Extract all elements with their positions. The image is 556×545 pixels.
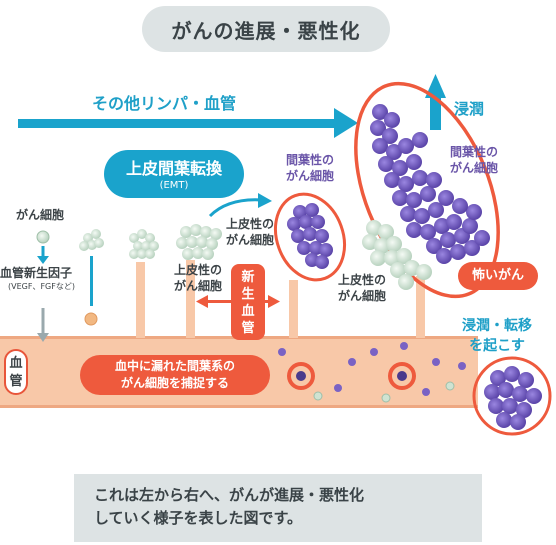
neovessel-char: 生 <box>241 287 255 302</box>
cancer-cell-label: がん細胞 <box>16 208 65 222</box>
epithelial-line2: がん細胞 <box>226 233 275 247</box>
epithelial-line2: がん細胞 <box>338 289 387 303</box>
invasion-metastasis-line1: 浸潤・転移 <box>462 318 532 334</box>
epithelial-cell-label-3: 上皮性の がん細胞 <box>338 272 386 304</box>
invasion-arrow <box>425 74 446 130</box>
blood-vessel-label: 血 管 <box>4 349 28 395</box>
mesenchymal-line2: がん細胞 <box>286 169 335 183</box>
capture-label: 血中に漏れた間葉系の がん細胞を捕捉する <box>80 355 270 395</box>
epithelial-cluster-2 <box>129 229 159 259</box>
caption: これは左から右へ、がんが進展・悪性化 していく様子を表した図です。 <box>74 474 482 542</box>
epithelial-line1: 上皮性の <box>338 273 387 287</box>
emt-main: 上皮間葉転換 <box>125 159 222 178</box>
blood-vessel-char: 管 <box>9 374 23 389</box>
mesenchymal-cell-label-1: 間葉性の がん細胞 <box>286 152 334 184</box>
caption-line2: していく様子を表した図です。 <box>94 509 303 527</box>
neovessel-char: 管 <box>241 321 255 336</box>
scary-cancer-badge: 怖いがん <box>458 262 538 290</box>
captured-cells <box>287 362 416 390</box>
neovessel-char: 新 <box>241 270 255 285</box>
epithelial-line2: がん細胞 <box>174 279 223 293</box>
flow-label: その他リンパ・血管 <box>92 94 237 113</box>
epithelial-cluster-3 <box>176 224 222 260</box>
mesenchymal-line1: 間葉性の <box>286 153 335 167</box>
floating-cells <box>278 342 466 403</box>
mesenchymal-line1: 間葉性の <box>450 145 499 159</box>
epithelial-line1: 上皮性の <box>226 217 275 231</box>
angiogenic-factor-label: 血管新生因子 (VEGF、FGFなど) <box>0 264 75 292</box>
page-title: がんの進展・悪性化 <box>142 6 390 52</box>
mesenchymal-cluster-small <box>274 192 346 282</box>
mesenchymal-cell-label-2: 間葉性の がん細胞 <box>450 144 498 176</box>
epithelial-line1: 上皮性の <box>174 263 223 277</box>
neovessel-label: 新 生 血 管 <box>231 264 265 340</box>
invasion-metastasis-line2: を起こす <box>469 338 525 354</box>
metastasis-cluster <box>472 356 552 436</box>
caption-line1: これは左から右へ、がんが進展・悪性化 <box>94 486 365 504</box>
epithelial-cluster-1 <box>79 229 104 251</box>
capture-line2: がん細胞を捕捉する <box>120 376 229 390</box>
angiogenic-line2: (VEGF、FGFなど) <box>8 282 75 291</box>
capture-line1: 血中に漏れた間葉系の <box>114 359 235 373</box>
epithelial-cell-label-2: 上皮性の がん細胞 <box>174 262 222 294</box>
mesenchymal-line2: がん細胞 <box>450 161 499 175</box>
invasion-label: 浸潤 <box>454 100 485 118</box>
blood-vessel-char: 血 <box>9 356 23 371</box>
emt-curve-arrow <box>208 198 263 218</box>
emt-curve-arrowhead <box>258 193 272 208</box>
angiogenic-line1: 血管新生因子 <box>0 266 73 280</box>
epithelial-cell-label-1: 上皮性の がん細胞 <box>226 216 274 248</box>
invasive-tumor <box>354 81 500 299</box>
emt-label: 上皮間葉転換 (EMT) <box>104 150 244 198</box>
emt-sub: (EMT) <box>159 180 189 191</box>
invasion-metastasis-label: 浸潤・転移 を起こす <box>462 316 532 356</box>
angiogenic-pathway <box>36 230 98 342</box>
neovessel-char: 血 <box>241 304 255 319</box>
flow-arrow <box>18 108 358 138</box>
